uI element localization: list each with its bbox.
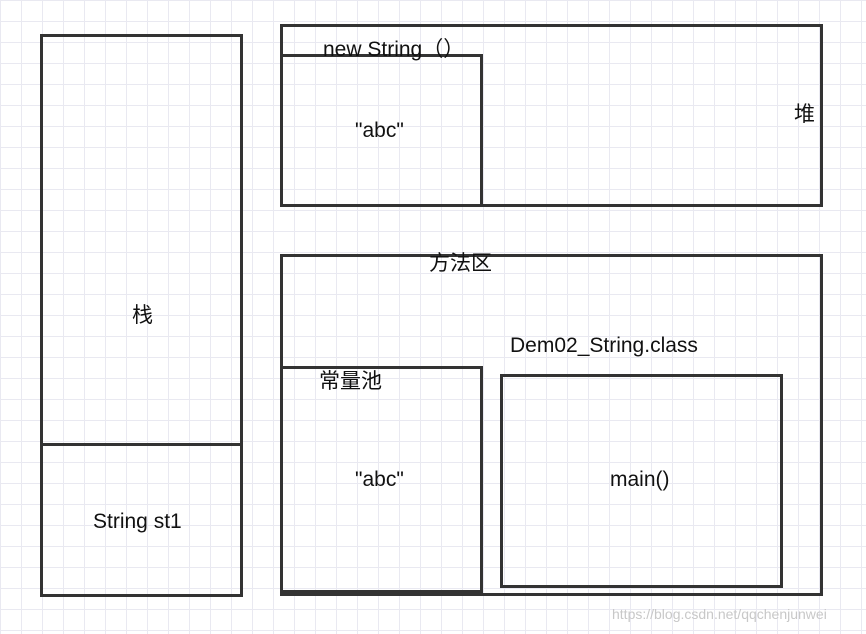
- class-file-label: Dem02_String.class: [510, 334, 698, 357]
- heap-string-object-box: [280, 54, 483, 207]
- stack-frame-box: [40, 443, 243, 597]
- constant-pool-value: "abc": [355, 468, 404, 491]
- method-area-label: 方法区: [429, 252, 492, 275]
- stack-frame-variable: String st1: [93, 510, 182, 533]
- constant-pool-label: 常量池: [319, 370, 382, 393]
- stack-label: 栈: [132, 304, 153, 327]
- heap-label: 堆: [794, 103, 815, 126]
- main-method-label: main(): [610, 468, 670, 491]
- heap-object-value: "abc": [355, 119, 404, 142]
- watermark: https://blog.csdn.net/qqchenjunwei: [612, 606, 827, 622]
- heap-object-label: new String（）: [323, 38, 465, 61]
- constant-pool-box: [280, 366, 483, 593]
- main-method-box: [500, 374, 783, 588]
